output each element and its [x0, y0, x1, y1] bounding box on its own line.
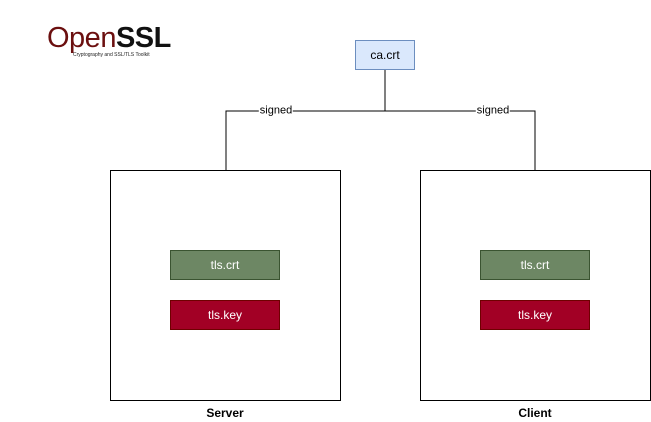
edge-label-signed-server: signed [258, 104, 294, 118]
logo-open-text: Open [47, 22, 116, 54]
client-tls-crt-node[interactable]: tls.crt [480, 250, 590, 280]
client-container[interactable] [420, 170, 651, 401]
server-tls-key-label: tls.key [207, 308, 242, 322]
logo-ssl-text: SSL [115, 22, 171, 54]
ca-crt-node[interactable]: ca.crt [355, 40, 415, 70]
edge-label-signed-client: signed [475, 104, 511, 118]
server-container[interactable] [110, 170, 341, 401]
client-tls-key-node[interactable]: tls.key [480, 300, 590, 330]
openssl-logo-wordmark: OpenSSL [47, 23, 171, 53]
server-caption: Server [206, 406, 244, 420]
openssl-logo: OpenSSL Cryptography and SSL/TLS Toolkit [47, 23, 177, 59]
server-tls-crt-node[interactable]: tls.crt [170, 250, 280, 280]
client-caption: Client [518, 406, 552, 420]
logo-tagline: Cryptography and SSL/TLS Toolkit [73, 52, 150, 58]
ca-crt-label: ca.crt [370, 48, 400, 62]
client-tls-key-label: tls.key [517, 308, 552, 322]
server-tls-key-node[interactable]: tls.key [170, 300, 280, 330]
client-tls-crt-label: tls.crt [520, 258, 550, 272]
server-tls-crt-label: tls.crt [210, 258, 240, 272]
